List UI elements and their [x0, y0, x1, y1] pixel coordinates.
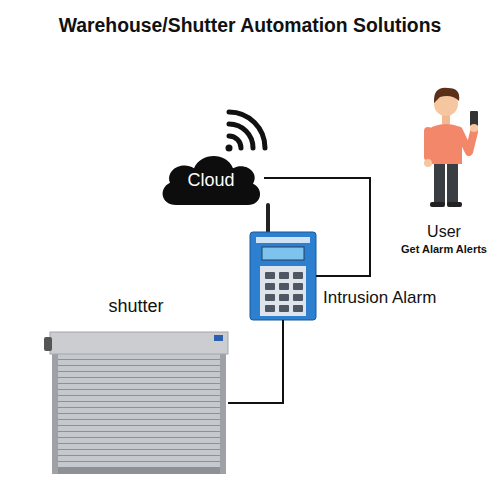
phone [470, 111, 478, 126]
antenna [266, 203, 270, 235]
user-label: User [427, 222, 461, 241]
cloud-node: Cloud [158, 150, 264, 206]
connector-line [228, 320, 283, 403]
wifi-dot [226, 145, 233, 152]
hair [434, 88, 459, 103]
leg [434, 160, 445, 204]
guide-rail [52, 352, 58, 474]
guide-rail [220, 352, 226, 474]
leg [447, 160, 458, 204]
alarm-device [250, 203, 316, 320]
shoe [430, 202, 445, 207]
shutter-figure [44, 332, 228, 474]
keypad-panel [260, 266, 306, 316]
keypad [263, 270, 305, 314]
shutter-label: shutter [44, 296, 228, 318]
wifi-arc [229, 112, 265, 148]
wifi-arc [229, 124, 253, 148]
shutter-node: shutter [44, 330, 228, 476]
arm [459, 131, 474, 152]
shoe [447, 202, 462, 207]
arm [424, 127, 432, 161]
alarm-node: Intrusion Alarm [250, 232, 316, 320]
lcd-screen [262, 247, 304, 260]
cloud-outline [163, 156, 260, 205]
device-body [250, 232, 316, 320]
alert-caption: Get Alarm Alerts [401, 243, 487, 256]
bottom-bar [58, 468, 220, 474]
device-header [256, 237, 310, 243]
diagram-title: Warehouse/Shutter Automation Solutions [0, 14, 500, 37]
user-node: UserGet Alarm Alerts [390, 88, 498, 256]
user-figure [424, 88, 478, 207]
connector-line [264, 178, 370, 276]
device-label: Intrusion Alarm [323, 288, 436, 308]
roller-box [50, 332, 228, 354]
shutter-slats [58, 354, 220, 470]
wifi-symbol [226, 112, 266, 152]
logo-mark [214, 335, 223, 341]
hand [470, 124, 478, 132]
end-cap [44, 337, 52, 351]
hand [424, 159, 432, 167]
cloud-label: Cloud [187, 164, 234, 192]
